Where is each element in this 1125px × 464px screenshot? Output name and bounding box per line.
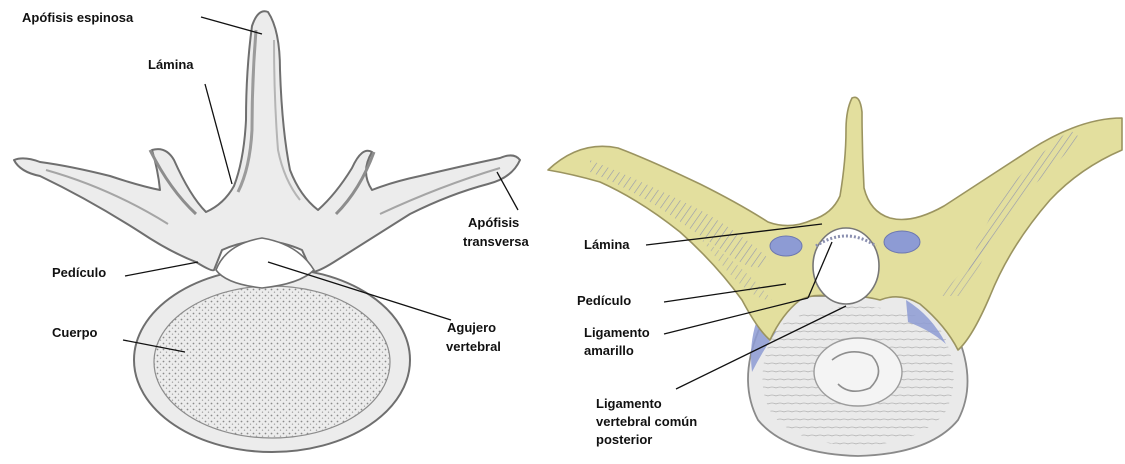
label-ligamento-comun-line3: posterior xyxy=(596,432,652,447)
label-pediculo-left: Pedículo xyxy=(52,265,106,280)
label-apofisis-transversa-line2: transversa xyxy=(463,234,530,249)
left-vertebra-illustration xyxy=(14,11,520,452)
label-agujero-vertebral-line2: vertebral xyxy=(446,339,501,354)
label-ligamento-comun-line2: vertebral común xyxy=(596,414,697,429)
right-body-center xyxy=(814,338,902,406)
right-ligamentum-flavum-right xyxy=(884,231,920,253)
label-apofisis-espinosa: Apófisis espinosa xyxy=(22,10,134,25)
label-ligamento-comun-line1: Ligamento xyxy=(596,396,662,411)
right-ligamentum-flavum-left xyxy=(770,236,802,256)
left-neural-arch xyxy=(14,11,520,272)
left-vertebral-body-cancellous xyxy=(154,286,390,438)
label-lamina-right: Lámina xyxy=(584,237,630,252)
label-agujero-vertebral-line1: Agujero xyxy=(447,320,496,335)
label-ligamento-amarillo-line2: amarillo xyxy=(584,343,634,358)
right-labels: Lámina Pedículo Ligamento amarillo Ligam… xyxy=(577,237,697,447)
label-pediculo-right: Pedículo xyxy=(577,293,631,308)
label-apofisis-transversa-line1: Apófisis xyxy=(468,215,519,230)
label-cuerpo: Cuerpo xyxy=(52,325,98,340)
label-ligamento-amarillo-line1: Ligamento xyxy=(584,325,650,340)
label-lamina-left: Lámina xyxy=(148,57,194,72)
right-vertebral-foramen xyxy=(813,228,879,304)
